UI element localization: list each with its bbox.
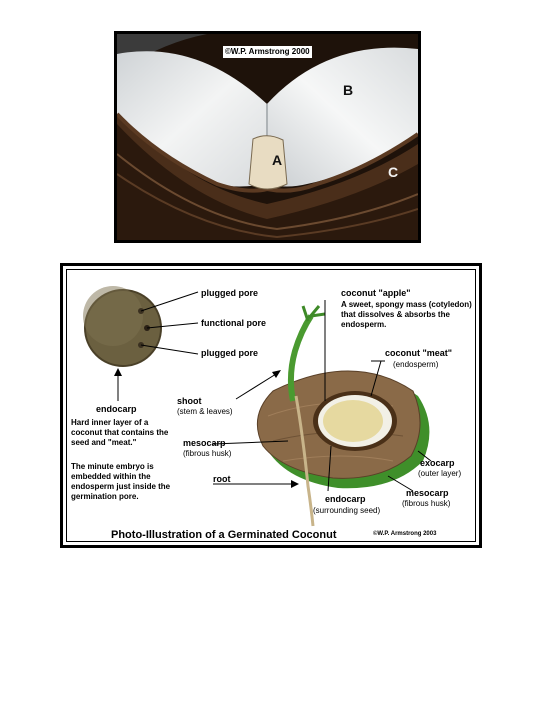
endocarp-description: Hard inner layer of a coconut that conta…	[71, 418, 169, 447]
label-endocarp-bottom: endocarp	[325, 494, 366, 504]
endocarp-bottom-subtitle: (surrounding seed)	[313, 506, 381, 515]
label-plugged-pore-bottom: plugged pore	[201, 348, 258, 358]
label-mesocarp-right: mesocarp	[406, 488, 449, 498]
illustration-frame	[66, 269, 476, 542]
label-mesocarp-left: mesocarp	[183, 438, 226, 448]
label-functional-pore: functional pore	[201, 318, 266, 328]
coconut-cross-section-photo: ©W.P. Armstrong 2000 A B C	[114, 31, 421, 243]
shoot-subtitle: (stem & leaves)	[177, 407, 233, 416]
mesocarp-left-subtitle: (fibrous husk)	[183, 449, 232, 458]
illustration-copyright: ©W.P. Armstrong 2003	[373, 531, 437, 537]
photo-copyright: ©W.P. Armstrong 2000	[223, 46, 312, 58]
photo-drawing	[117, 34, 418, 240]
coconut-apple-description: A sweet, spongy mass (cotyledon) that di…	[341, 300, 472, 329]
exocarp-subtitle: (outer layer)	[418, 469, 462, 478]
label-exocarp: exocarp	[420, 458, 455, 468]
label-root: root	[213, 474, 231, 484]
label-coconut-meat: coconut "meat"	[385, 348, 453, 358]
label-plugged-pore-top: plugged pore	[201, 288, 258, 298]
embryo-description: The minute embryo is embedded within the…	[71, 462, 171, 501]
illustration-caption: Photo-Illustration of a Germinated Cocon…	[111, 529, 337, 541]
label-coconut-apple: coconut "apple"	[341, 288, 411, 298]
label-b: B	[343, 82, 354, 98]
label-shoot: shoot	[177, 396, 202, 406]
mesocarp-right-subtitle: (fibrous husk)	[402, 499, 451, 508]
label-c: C	[388, 164, 399, 180]
label-endocarp-left: endocarp	[96, 404, 137, 414]
coconut-meat-subtitle: (endosperm)	[393, 360, 439, 369]
label-a: A	[272, 152, 283, 168]
illustration-drawing	[83, 286, 432, 527]
germinated-coconut-illustration: plugged pore functional pore plugged por…	[60, 263, 482, 548]
